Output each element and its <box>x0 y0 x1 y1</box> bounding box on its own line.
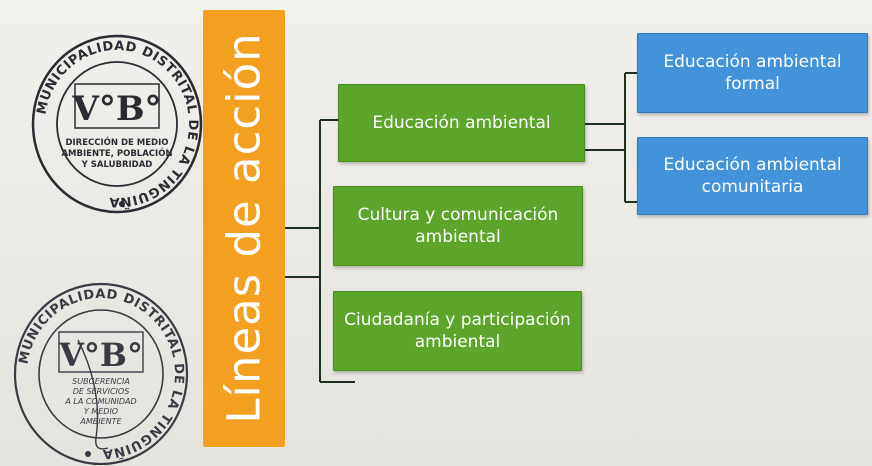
stamp-1-subtext-line-1: DIRECCIÓN DE MEDIO <box>65 136 168 148</box>
line-box-educacion-ambiental: Educación ambiental <box>338 84 585 162</box>
line-box-cultura-comunicacion: Cultura y comunicación ambiental <box>333 186 583 266</box>
line-label-ciudadania-participacion: Ciudadanía y participación ambiental <box>344 309 571 352</box>
stamp-2-subtext-line-5: AMBIENTE <box>79 417 122 426</box>
stamp-1-subtext-line-3: Y SALUBRIDAD <box>81 160 153 170</box>
stamp-2-subtext-line-3: A LA COMUNIDAD <box>64 397 136 406</box>
stamp-1-subtext-line-2: AMBIENTE, POBLACIÓN <box>61 147 172 159</box>
subline-label-educacion-comunitaria: Educación ambiental comunitaria <box>663 154 842 197</box>
line-label-cultura-comunicacion: Cultura y comunicación ambiental <box>357 204 559 247</box>
subline-box-educacion-comunitaria: Educación ambiental comunitaria <box>637 137 868 215</box>
line-box-ciudadania-participacion: Ciudadanía y participación ambiental <box>333 291 582 371</box>
stamp-2-subtext-line-4: Y MEDIO <box>84 407 118 416</box>
subline-label-educacion-formal: Educación ambiental formal <box>663 51 842 94</box>
stamp-2-subtext-line-2: DE SERVICIOS <box>73 387 130 396</box>
line-label-educacion-ambiental: Educación ambiental <box>372 112 551 133</box>
subline-box-educacion-formal: Educación ambiental formal <box>637 33 868 113</box>
approval-stamp-2: MUNICIPALIDAD DISTRITAL DE LA TINGUIÑA V… <box>13 282 189 466</box>
stamp-2-vobo: V°B° <box>58 336 143 374</box>
stamp-1-vobo: V°B° <box>71 89 161 129</box>
approval-stamp-1: MUNICIPALIDAD DISTRITAL DE LA TINGUIÑA V… <box>31 34 203 214</box>
root-action-lines-bar <box>203 10 285 447</box>
stamp-2-subtext-line-1: SUBGERENCIA <box>72 377 130 386</box>
